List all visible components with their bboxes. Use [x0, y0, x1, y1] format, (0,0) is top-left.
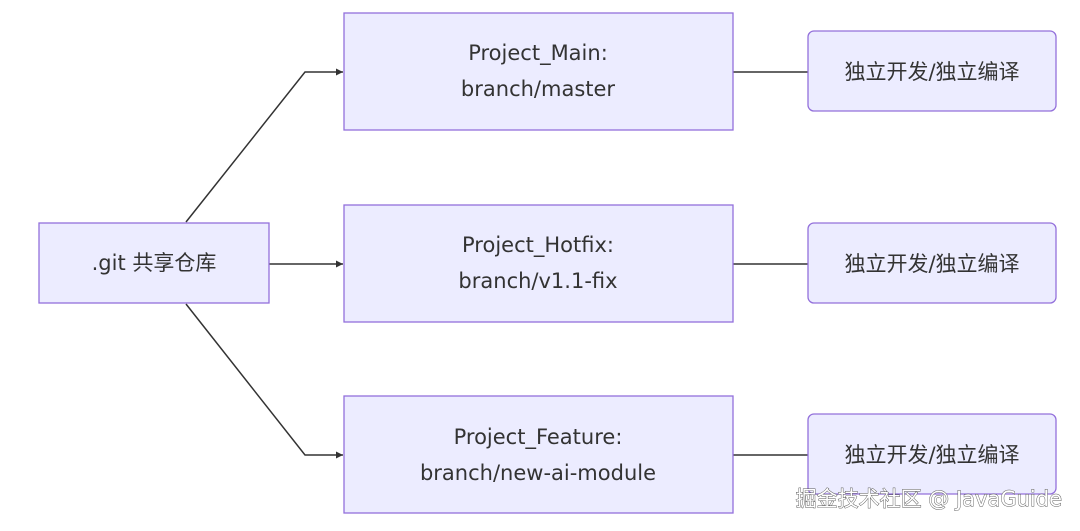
node-outcome-main-label: 独立开发/独立编译 — [844, 60, 1019, 84]
node-outcome-hotfix: 独立开发/独立编译 — [807, 222, 1057, 304]
node-project-feature-name: Project_Feature: — [454, 425, 623, 450]
node-outcome-main: 独立开发/独立编译 — [807, 30, 1057, 112]
edge-git-to-main — [185, 68, 343, 223]
node-project-hotfix-branch: branch/v1.1-fix — [458, 269, 617, 293]
watermark: 掘金技术社区 @ JavaGuide — [796, 487, 1062, 511]
edge-git-to-feature — [185, 303, 343, 459]
node-project-feature: Project_Feature: branch/new-ai-module — [343, 395, 734, 514]
node-project-feature-branch: branch/new-ai-module — [420, 461, 656, 485]
node-outcome-feature: 独立开发/独立编译 — [807, 413, 1057, 495]
node-project-hotfix: Project_Hotfix: branch/v1.1-fix — [343, 204, 734, 323]
node-project-main: Project_Main: branch/master — [343, 12, 734, 131]
node-project-main-branch: branch/master — [461, 77, 615, 101]
node-outcome-feature-label: 独立开发/独立编译 — [844, 443, 1019, 467]
node-outcome-hotfix-label: 独立开发/独立编译 — [844, 252, 1019, 276]
node-project-hotfix-name: Project_Hotfix: — [462, 233, 614, 258]
node-git-shared-repo-label: .git 共享仓库 — [92, 251, 217, 275]
node-git-shared-repo: .git 共享仓库 — [38, 222, 270, 304]
node-project-main-name: Project_Main: — [468, 41, 608, 66]
